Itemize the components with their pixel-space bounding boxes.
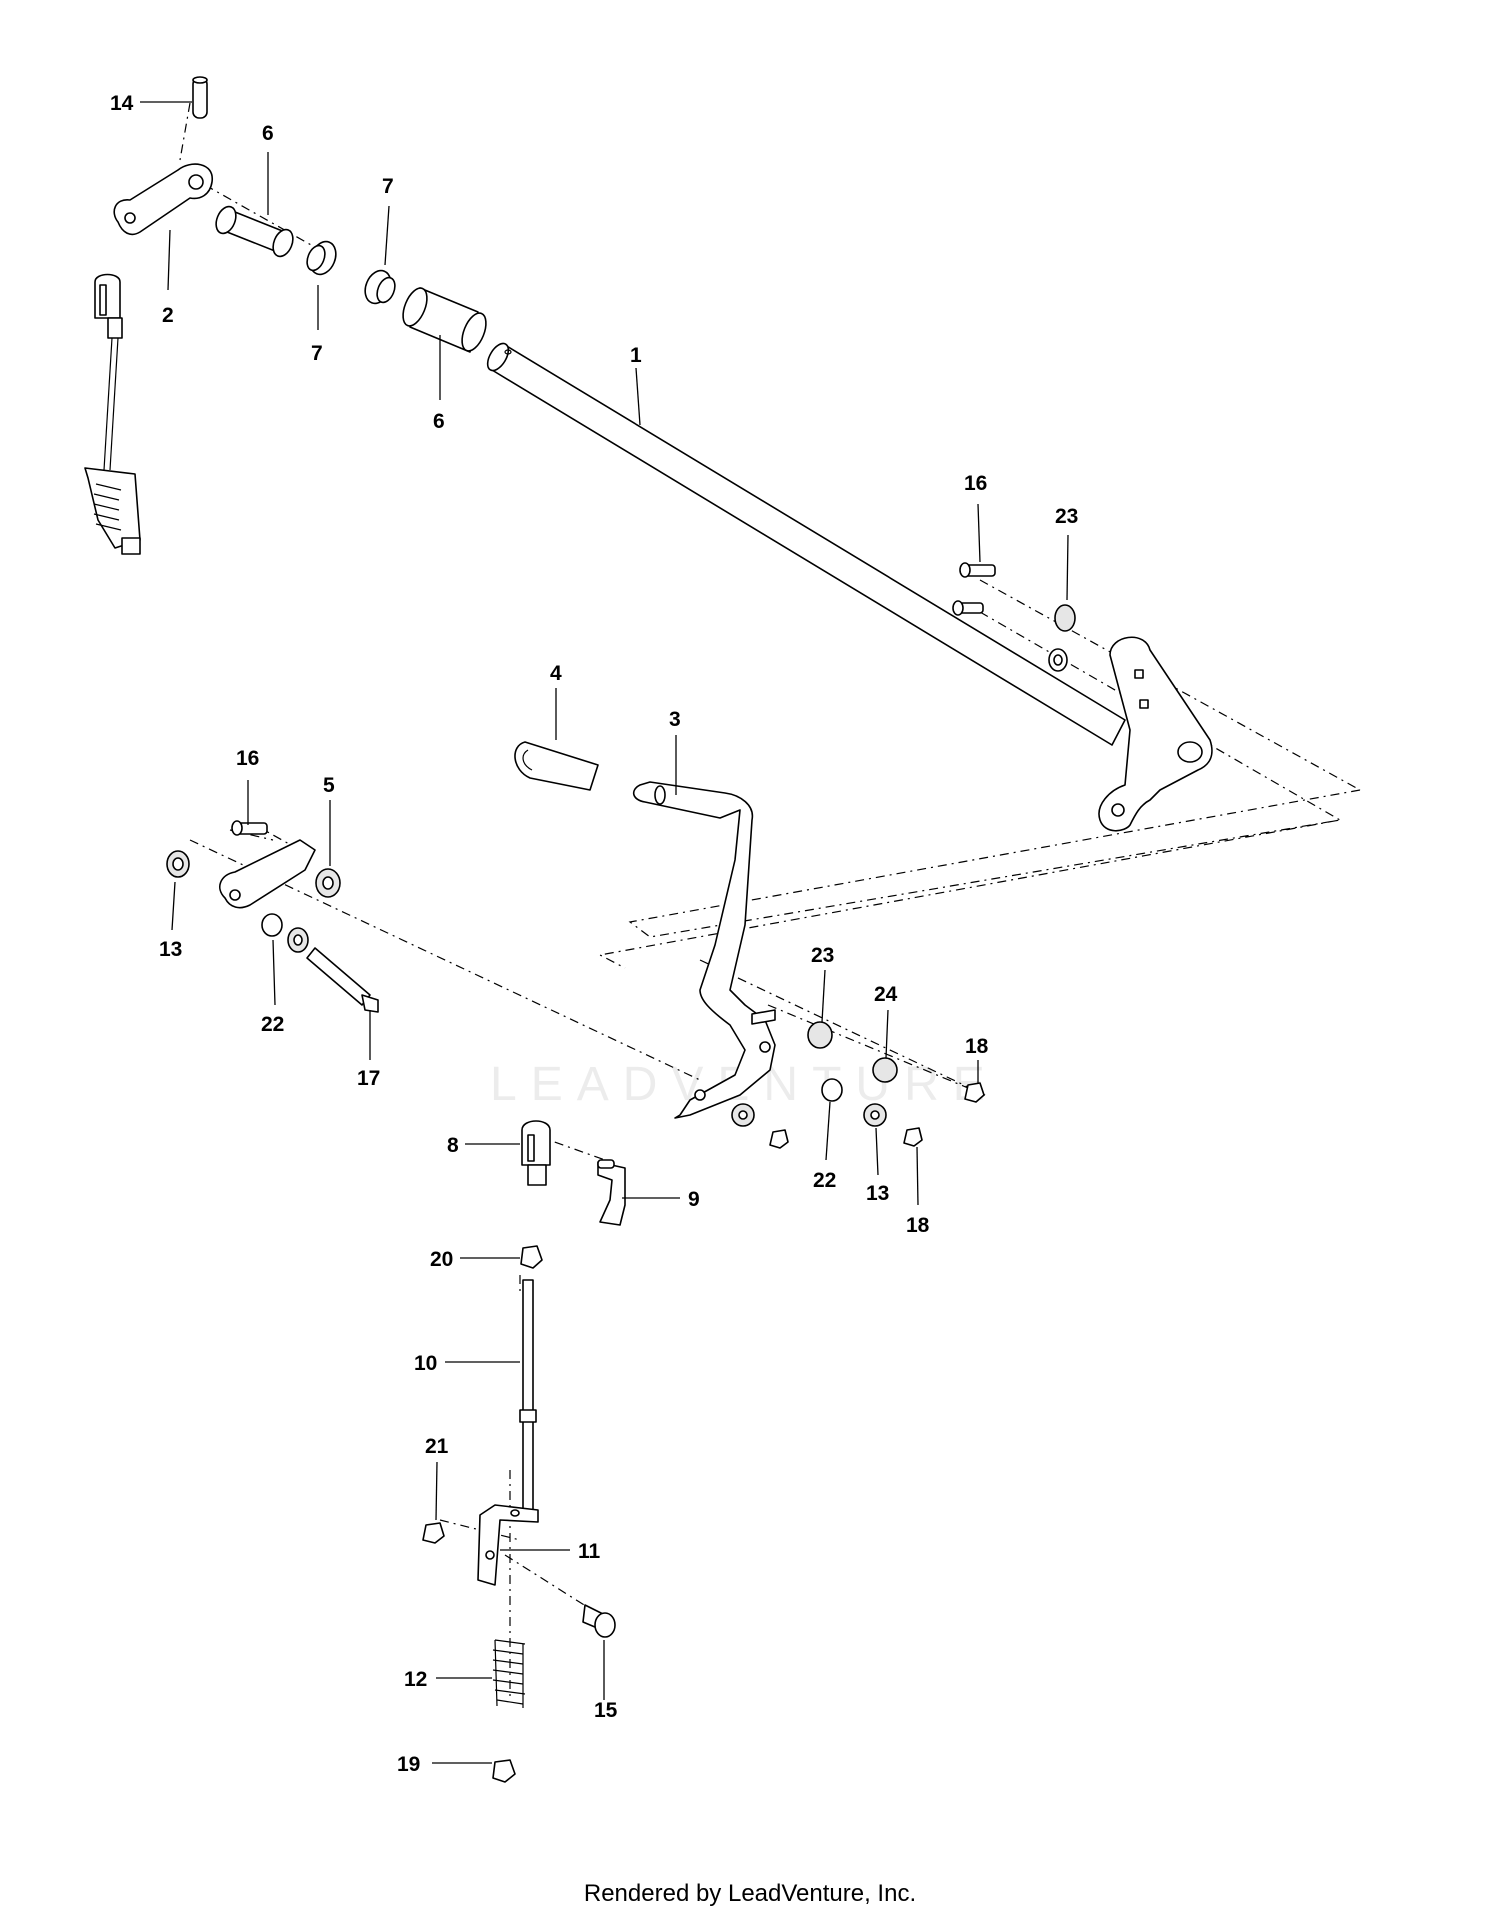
nut-20	[520, 1245, 543, 1269]
arm-2	[113, 163, 213, 236]
washer-13-left	[166, 850, 190, 878]
shaft-bracket	[1098, 636, 1213, 832]
flange-bushing-7-left	[306, 240, 337, 276]
clip-9	[597, 1159, 626, 1226]
callout-22-right: 22	[813, 1169, 836, 1192]
callout-16-lower: 16	[236, 747, 259, 770]
flange-bushing-7-right	[364, 269, 396, 305]
callout-2: 2	[162, 304, 174, 327]
washer-23-lower	[807, 1021, 833, 1049]
footer-credit: Rendered by LeadVenture, Inc.	[583, 1880, 917, 1907]
callout-9: 9	[688, 1188, 700, 1211]
pin-16-upper-b	[952, 600, 984, 616]
washer-24	[872, 1057, 898, 1083]
callout-23-upper: 23	[1055, 505, 1078, 528]
link-5	[219, 839, 341, 909]
nut-18-upper	[964, 1082, 985, 1103]
lever-3	[632, 781, 776, 1119]
clevis-linkage-left	[84, 273, 141, 555]
washer-23-upper-b	[1048, 648, 1068, 672]
rod-10	[519, 1279, 537, 1516]
callout-6-upper: 6	[262, 122, 274, 145]
callout-13-right: 13	[866, 1182, 889, 1205]
callout-13-left: 13	[159, 938, 182, 961]
nut-19	[492, 1759, 516, 1783]
washer-left-mid	[287, 927, 309, 953]
bracket-11	[477, 1504, 539, 1586]
callout-19: 19	[397, 1753, 420, 1776]
clevis-8	[521, 1120, 551, 1186]
nut-18-lower	[903, 1127, 923, 1147]
callout-15: 15	[594, 1699, 618, 1722]
callout-numbers: 14 6 7 7 2 6 1 16 23 4 3 16 5 13 22 17 2…	[110, 92, 1078, 1776]
callout-1: 1	[630, 344, 642, 367]
callout-leaders	[140, 101, 1069, 1764]
pin-14	[192, 76, 208, 119]
callout-12: 12	[404, 1668, 427, 1691]
ring-22-left	[261, 913, 283, 937]
callout-3: 3	[669, 708, 681, 731]
callout-7-upper: 7	[382, 175, 394, 198]
callout-20: 20	[430, 1248, 453, 1271]
callout-21: 21	[425, 1435, 449, 1458]
nut-21	[422, 1522, 445, 1544]
callout-18-lower: 18	[906, 1214, 930, 1237]
callout-6-lower: 6	[433, 410, 445, 433]
callout-7-lower: 7	[311, 342, 323, 365]
callout-22-left: 22	[261, 1013, 284, 1036]
callout-11: 11	[578, 1540, 601, 1563]
bushing-6-right	[402, 287, 487, 353]
washer-lower-mid	[731, 1103, 755, 1127]
callout-23-lower: 23	[811, 944, 834, 967]
ring-22-right	[821, 1078, 843, 1102]
assembly-lines	[179, 102, 1361, 1700]
callout-4: 4	[550, 662, 562, 685]
nut-lower-mid	[769, 1129, 789, 1149]
pin-16-lower	[231, 820, 268, 836]
bolt-17	[306, 947, 379, 1013]
shaft-1	[486, 342, 1126, 746]
grip-4	[514, 741, 599, 791]
bolt-15	[582, 1604, 616, 1638]
pin-16-upper	[959, 562, 996, 578]
spring-12	[492, 1639, 526, 1708]
callout-10: 10	[414, 1352, 437, 1375]
callout-17: 17	[357, 1067, 380, 1090]
callout-14: 14	[110, 92, 134, 115]
callout-24: 24	[874, 983, 898, 1006]
washer-13-right	[863, 1103, 887, 1127]
callout-16-upper: 16	[964, 472, 987, 495]
callout-18-upper: 18	[965, 1035, 989, 1058]
bushing-6-left	[215, 205, 294, 258]
callout-8: 8	[447, 1134, 459, 1157]
washer-23-upper	[1054, 604, 1076, 632]
callout-5: 5	[323, 774, 335, 797]
